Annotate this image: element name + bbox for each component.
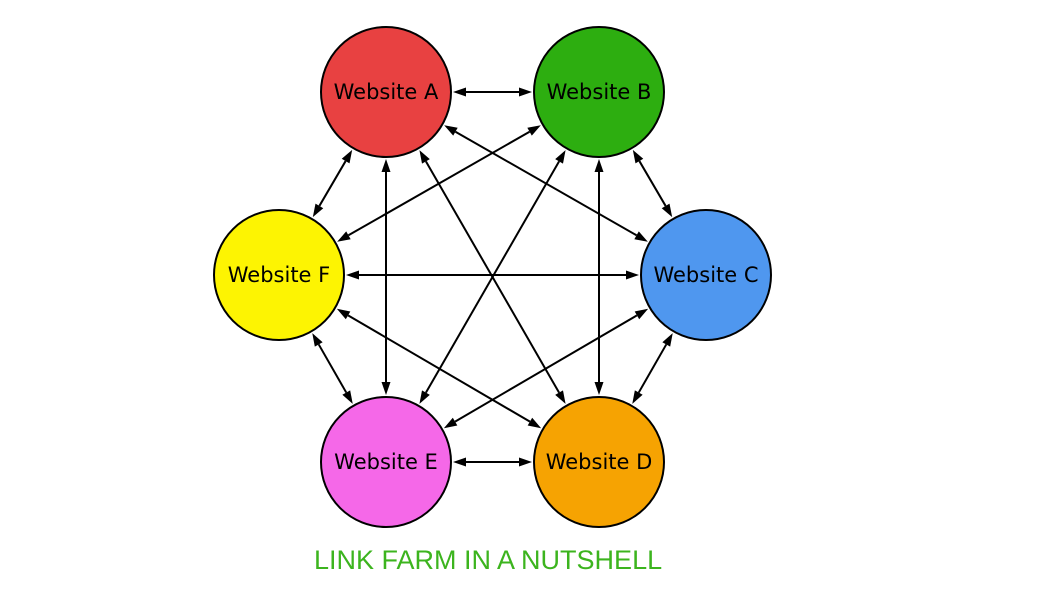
arrowhead-toward-B (519, 87, 532, 97)
arrowhead-toward-D (519, 457, 532, 467)
node-F: Website F (213, 209, 345, 341)
arrowhead-toward-E (342, 390, 353, 404)
edge-C-F (346, 270, 639, 280)
arrowhead-toward-E (443, 417, 458, 429)
node-circle-E (320, 396, 452, 528)
arrowhead-toward-B (555, 150, 566, 164)
node-A: Website A (320, 26, 452, 158)
node-circle-B (533, 26, 665, 158)
node-circle-F (213, 209, 345, 341)
arrowhead-toward-C (626, 270, 639, 280)
arrowhead-toward-C (661, 203, 673, 218)
edge-line-C-D (637, 343, 668, 394)
edge-line-A-F (318, 160, 347, 207)
edge-B-E (419, 150, 566, 404)
arrowhead-toward-C (662, 333, 673, 347)
arrowhead-toward-A (341, 149, 353, 164)
arrowhead-toward-B (527, 125, 541, 136)
edge-D-E (453, 457, 532, 467)
edge-B-C (632, 149, 673, 218)
node-circle-A (320, 26, 452, 158)
arrowhead-toward-A (444, 125, 458, 136)
arrowhead-toward-F (312, 333, 323, 347)
arrowhead-toward-A (453, 87, 466, 97)
edge-line-B-F (347, 130, 531, 237)
node-circle-C (640, 209, 772, 341)
arrowhead-toward-E (453, 457, 466, 467)
arrowhead-toward-B (594, 159, 604, 172)
arrowhead-toward-F (336, 308, 351, 320)
edge-D-F (336, 308, 542, 429)
arrowhead-toward-E (381, 382, 391, 395)
arrowhead-toward-E (419, 390, 430, 404)
edge-line-D-F (347, 314, 531, 423)
diagram-caption: LINK FARM IN A NUTSHELL (314, 545, 663, 575)
arrowhead-toward-C (634, 231, 648, 242)
node-D: Website D (533, 396, 665, 528)
arrowhead-toward-D (632, 390, 643, 404)
node-B: Website B (533, 26, 665, 158)
arrowhead-toward-F (312, 203, 324, 218)
arrowhead-toward-B (632, 149, 644, 164)
node-C: Website C (640, 209, 772, 341)
arrowhead-toward-D (594, 382, 604, 395)
edge-C-D (632, 333, 673, 404)
edge-A-B (453, 87, 532, 97)
edge-line-C-E (454, 314, 638, 423)
node-E: Website E (320, 396, 452, 528)
edge-A-E (381, 159, 391, 395)
edge-B-F (337, 125, 541, 242)
edge-A-F (312, 149, 353, 218)
arrowhead-toward-F (346, 270, 359, 280)
edge-line-B-E (425, 160, 560, 394)
edge-line-E-F (317, 343, 348, 394)
edge-line-B-C (638, 160, 667, 207)
arrowhead-toward-F (337, 231, 351, 242)
arrowhead-toward-C (634, 308, 649, 320)
node-circle-D (533, 396, 665, 528)
arrowhead-toward-D (527, 417, 542, 429)
arrowhead-toward-A (381, 159, 391, 172)
arrowhead-toward-D (555, 390, 566, 404)
arrowhead-toward-A (419, 150, 430, 164)
edge-E-F (312, 333, 353, 404)
edge-C-E (443, 308, 649, 429)
edge-B-D (594, 159, 604, 395)
